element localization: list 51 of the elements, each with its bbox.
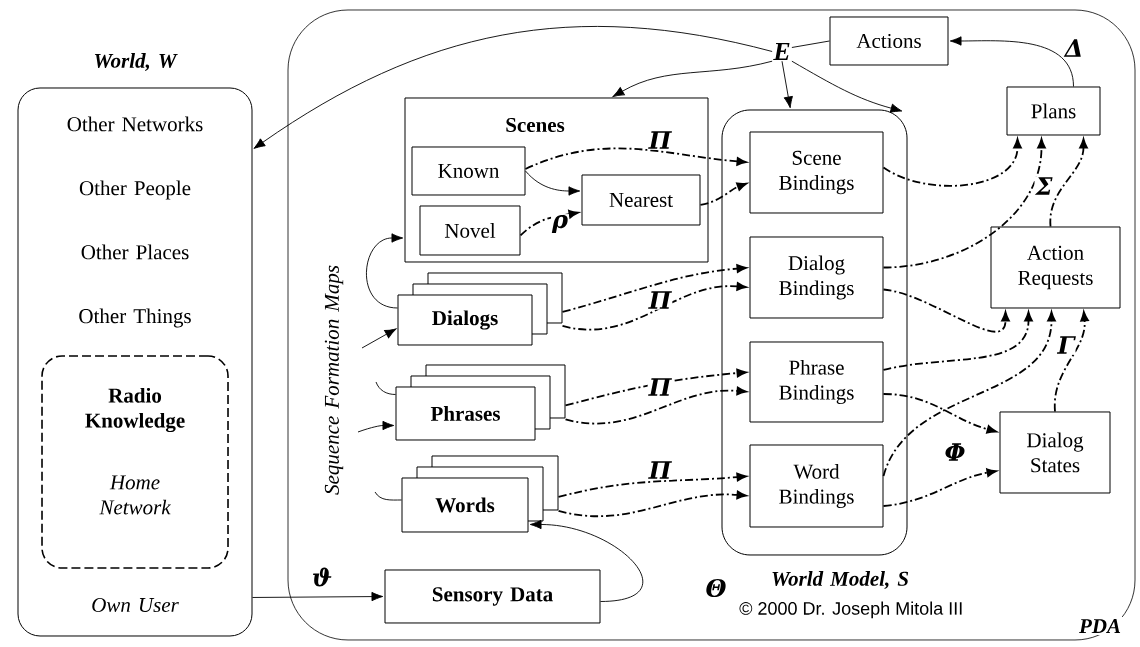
- edge-label: Π: [647, 130, 673, 150]
- arrow: [791, 60, 903, 113]
- arrow: [253, 26, 773, 149]
- arrow: [561, 264, 747, 313]
- arrow: [564, 386, 747, 425]
- arrow: [519, 209, 579, 237]
- arrow: [781, 60, 793, 109]
- edge-label: Δ: [1063, 38, 1085, 58]
- process-box: Scene Bindings: [749, 131, 884, 214]
- arrow: [564, 368, 747, 407]
- arrow: [366, 233, 404, 309]
- process-box: Phrase Bindings: [749, 341, 884, 423]
- symbol-label: E: [773, 42, 790, 60]
- stacked-box: Dialogs: [397, 272, 563, 346]
- edge-label: Γ: [1056, 335, 1076, 355]
- edge-label: ρ: [551, 214, 569, 234]
- node-label: World Model, S: [772, 571, 909, 589]
- arrow: [561, 282, 747, 331]
- copyright-note: © 2000 Dr. Joseph Mitola III: [738, 600, 965, 620]
- stacked-box: Phrases: [395, 364, 566, 441]
- edge-label: Θ: [704, 577, 728, 599]
- edge-label: Π: [647, 290, 673, 310]
- arrow: [557, 472, 747, 498]
- process-box: Sensory Data: [384, 569, 601, 624]
- process-box: Novel: [419, 205, 521, 256]
- process-box: Dialog Bindings: [749, 236, 884, 319]
- process-box: Action Requests: [990, 226, 1121, 309]
- arrow: [1053, 311, 1089, 413]
- rotated-label: Sequence Formation Maps: [323, 264, 345, 496]
- edge-label: ϑ: [310, 566, 334, 588]
- stacked-box: Words: [401, 455, 559, 533]
- arrow: [612, 60, 773, 98]
- arrow: [252, 591, 384, 602]
- edge-label: Π: [647, 460, 673, 480]
- arrow: [557, 490, 747, 518]
- arrow: [357, 420, 395, 433]
- process-box: Nearest: [581, 174, 701, 226]
- process-box: Actions: [829, 16, 949, 66]
- process-box: Word Bindings: [749, 444, 884, 528]
- arrow: [524, 147, 747, 170]
- arrow: [949, 36, 1074, 87]
- arrow: [529, 519, 644, 602]
- arrow: [525, 170, 581, 196]
- process-box: Plans: [1006, 86, 1101, 136]
- dashed-box: Radio Knowledge Home Network: [41, 355, 229, 569]
- process-box: Known: [411, 146, 526, 196]
- node-label: World, W: [94, 53, 178, 71]
- edge-label: Π: [647, 377, 673, 397]
- arrow: [361, 328, 397, 349]
- arrow: [699, 182, 747, 206]
- arrow: [882, 468, 997, 507]
